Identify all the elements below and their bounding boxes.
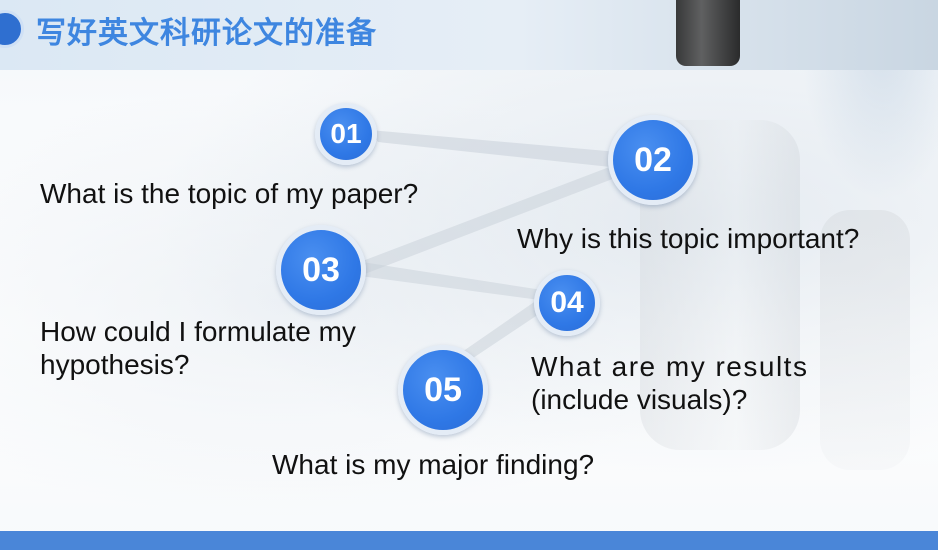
connector-03-04 [360,262,542,300]
question-03: How could I formulate my hypothesis? [40,315,356,381]
number-badge-04: 04 [534,270,600,336]
slide-title: 写好英文科研论文的准备 [36,17,377,50]
question-05: What is my major finding? [272,449,595,480]
question-03-line2: hypothesis? [40,349,190,380]
title-bar: 写好英文科研论文的准备 [0,0,938,70]
question-02: Why is this topic important? [517,223,860,254]
connector-02-03 [360,166,615,275]
background-microscope-arm [820,210,910,470]
question-03-line1: How could I formulate my [40,316,356,347]
question-04-line2: (include visuals)? [531,384,748,415]
connector-01-02 [370,130,620,168]
number-badge-05: 05 [398,345,488,435]
number-badge-03: 03 [276,225,366,315]
connector-04-05 [462,298,548,360]
question-01: What is the topic of my paper? [40,178,419,209]
number-badge-02: 02 [608,115,698,205]
question-04: What are my results (include visuals)? [531,350,808,416]
question-04-line1: What are my results [531,351,809,382]
footer-bar [0,531,938,550]
number-badge-01: 01 [315,103,377,165]
background-microscope-eyepiece [676,0,740,66]
